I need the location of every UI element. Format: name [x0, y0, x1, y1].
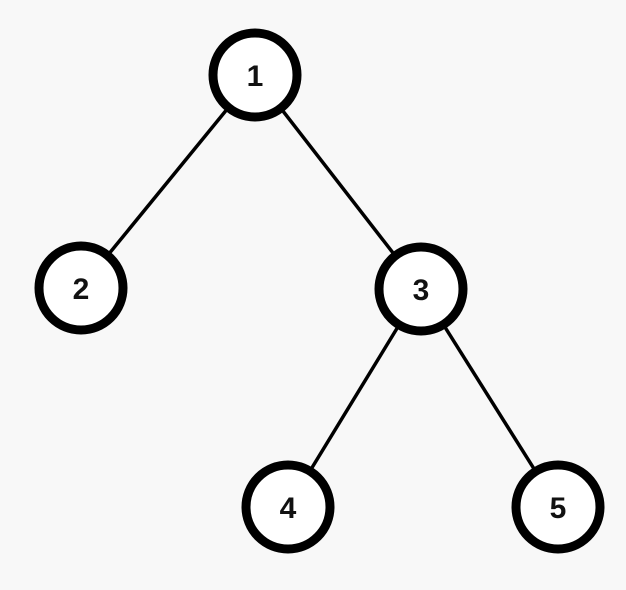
- tree-node-label-2: 2: [73, 273, 90, 306]
- tree-node-4: 4: [241, 460, 335, 554]
- tree-node-label-1: 1: [247, 60, 264, 93]
- tree-node-1: 1: [208, 28, 302, 122]
- tree-node-5: 5: [511, 460, 605, 554]
- nodes-layer: 1 2 3 4 5: [34, 28, 605, 554]
- tree-node-label-5: 5: [550, 492, 567, 525]
- tree-node-3: 3: [374, 242, 468, 336]
- tree-node-circle-1: [208, 28, 302, 122]
- tree-node-circle-4: [241, 460, 335, 554]
- tree-node-circle-3: [374, 242, 468, 336]
- tree-node-circle-5: [511, 460, 605, 554]
- tree-node-label-3: 3: [413, 274, 430, 307]
- tree-node-label-4: 4: [280, 492, 297, 525]
- tree-node-2: 2: [34, 241, 128, 335]
- tree-node-circle-2: [34, 241, 128, 335]
